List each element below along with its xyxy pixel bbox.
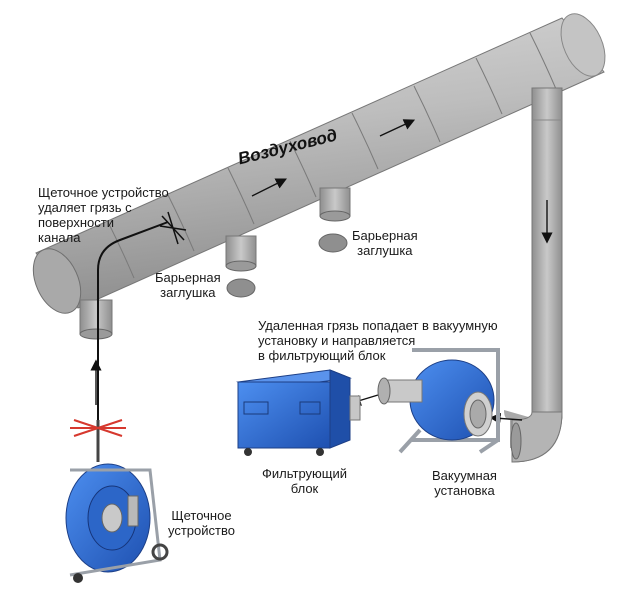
filter-unit [236,369,361,456]
brush-action-line-1: Щеточное устройство [38,185,169,200]
brush-action-label: Щеточное устройство удаляет грязь с пове… [38,185,169,245]
barrier-cap-label-1: Барьерная заглушка [155,270,221,300]
barrier-cap-disc-2 [318,233,348,253]
exhaust-pipe [504,87,563,463]
flow-arrow-duct-1 [251,178,288,197]
brush-machine-line-2: устройство [168,523,235,538]
dirt-note-label: Удаленная грязь попадает в вакуумную уст… [258,318,498,363]
barrier-cap-1-line-1: Барьерная [155,270,221,285]
flow-arrow-duct-2 [379,119,416,137]
barrier-cap-label-2: Барьерная заглушка [352,228,418,258]
brush-action-line-2: удаляет грязь с [38,200,132,215]
filter-unit-label: Фильтрующий блок [262,466,347,496]
barrier-cap-disc-1 [226,278,256,298]
branch-stub-1 [225,235,257,272]
brush-inlet-stub [79,299,113,340]
barrier-cap-2-line-1: Барьерная [352,228,418,243]
main-duct [32,13,606,314]
brush-action-line-3: поверхности [38,215,114,230]
filter-unit-line-1: Фильтрующий [262,466,347,481]
branch-stub-2 [319,187,351,222]
dirt-note-line-1: Удаленная грязь попадает в вакуумную [258,318,498,333]
brush-head-icon [159,211,187,245]
brush-action-line-4: канала [38,230,81,245]
dirt-note-line-3: в фильтрующий блок [258,348,386,363]
vacuum-unit-line-1: Вакуумная [432,468,497,483]
barrier-cap-2-line-2: заглушка [357,243,413,258]
vacuum-unit [377,348,500,454]
dirt-note-line-2: установку и направляется [258,333,416,348]
brush-machine-line-1: Щеточное [171,508,232,523]
barrier-cap-1-line-2: заглушка [160,285,216,300]
brush-machine [65,419,169,583]
vacuum-unit-label: Вакуумная установка [432,468,497,498]
brush-cable [97,221,169,420]
brush-machine-label: Щеточное устройство [168,508,235,538]
vacuum-unit-line-2: установка [434,483,495,498]
filter-unit-line-2: блок [290,481,319,496]
